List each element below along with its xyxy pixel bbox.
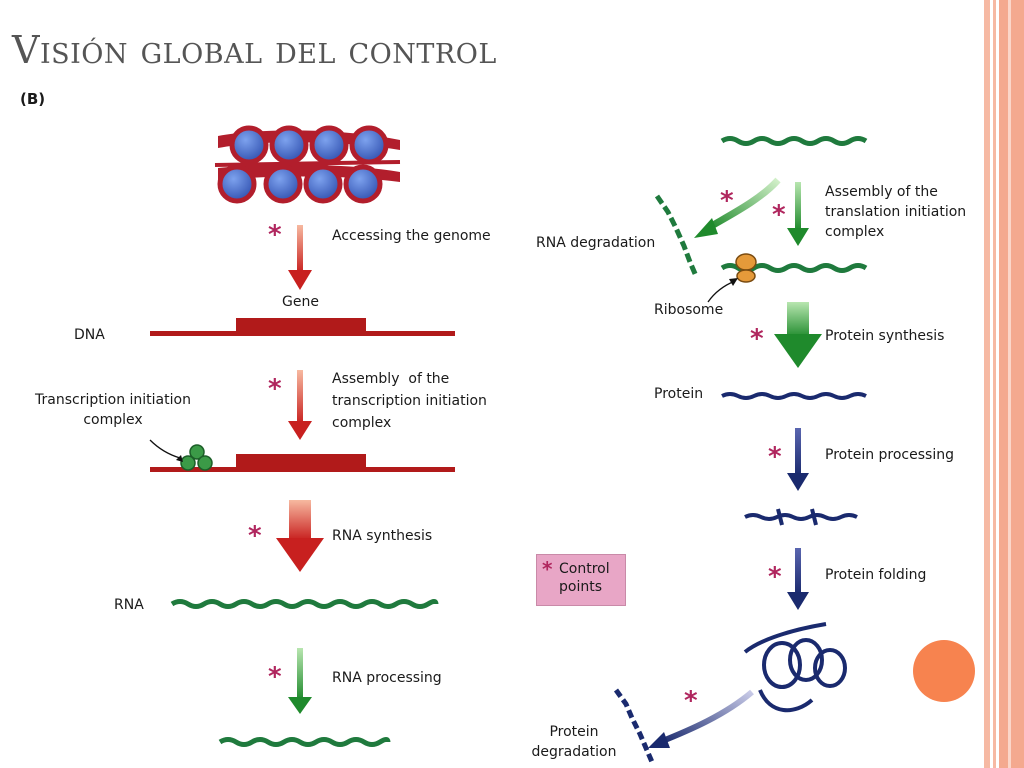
arrow-protein-folding: [787, 548, 809, 610]
step-accessing-genome: Accessing the genome: [332, 228, 491, 244]
control-star-translation-assembly: *: [772, 200, 786, 230]
control-star-protein-processing: *: [768, 442, 782, 472]
transcription-complex: [180, 444, 213, 471]
label-rna: RNA: [114, 597, 144, 613]
processed-protein: [744, 508, 858, 526]
step-protein-synthesis: Protein synthesis: [825, 328, 945, 344]
legend-text: Control points: [559, 561, 610, 595]
arrow-transcription-assembly: [288, 370, 312, 440]
processed-rna: [218, 737, 391, 747]
step-translation-assembly: Assembly of the translation initiation c…: [825, 184, 967, 240]
arrow-protein-degradation: [648, 689, 754, 748]
label-dna: DNA: [74, 327, 105, 343]
arrow-protein-synthesis: [774, 302, 822, 368]
chromatin: [214, 125, 401, 204]
label-ribosome: Ribosome: [654, 302, 724, 318]
label-gene: Gene: [282, 294, 319, 310]
degraded-protein: [613, 688, 655, 763]
label-transcription-complex: Transcription initiation complex: [35, 392, 191, 428]
panel-label: (B): [20, 90, 46, 108]
protein-strand: [721, 392, 867, 400]
ribosome: [735, 253, 757, 283]
decorative-stripe: [984, 0, 1024, 768]
decorative-circle: [913, 640, 975, 702]
arrow-rna-processing: [288, 648, 312, 714]
step-rna-processing: RNA processing: [332, 670, 442, 686]
degraded-rna: [654, 194, 699, 277]
dna-strand: [150, 318, 455, 336]
legend-star: *: [542, 557, 553, 581]
arrow-protein-processing: [787, 428, 809, 491]
control-star-rna-synthesis: *: [248, 521, 262, 551]
control-star-protein-folding: *: [768, 562, 782, 592]
mrna-top: [720, 136, 868, 146]
arrow-rna-degradation: [694, 177, 781, 238]
control-points-legend: * Control points: [536, 554, 626, 606]
step-transcription-assembly: Assembly of the transcription initiation…: [332, 371, 487, 431]
label-protein: Protein: [654, 386, 704, 402]
label-rna-degradation: RNA degradation: [536, 235, 656, 251]
control-star-protein-degradation: *: [684, 686, 698, 716]
label-protein-degradation: Protein degradation: [531, 724, 617, 760]
arrow-translation-assembly: [787, 182, 809, 246]
control-star-protein-synthesis: *: [750, 324, 764, 354]
step-protein-processing: Protein processing: [825, 447, 954, 463]
control-star-rna-degradation: *: [720, 186, 734, 216]
control-star-transcription-assembly: *: [268, 374, 282, 404]
step-protein-folding: Protein folding: [825, 567, 927, 583]
arrow-rna-synthesis: [276, 500, 324, 572]
folded-protein: [743, 622, 847, 713]
arrow-accessing-genome: [288, 225, 312, 290]
control-star-accessing-genome: *: [268, 220, 282, 250]
slide-title: Visión global del control: [12, 28, 497, 72]
step-rna-synthesis: RNA synthesis: [332, 528, 433, 544]
dna-with-complex: [149, 439, 455, 472]
rna-strand: [170, 599, 439, 609]
control-star-rna-processing: *: [268, 662, 282, 692]
